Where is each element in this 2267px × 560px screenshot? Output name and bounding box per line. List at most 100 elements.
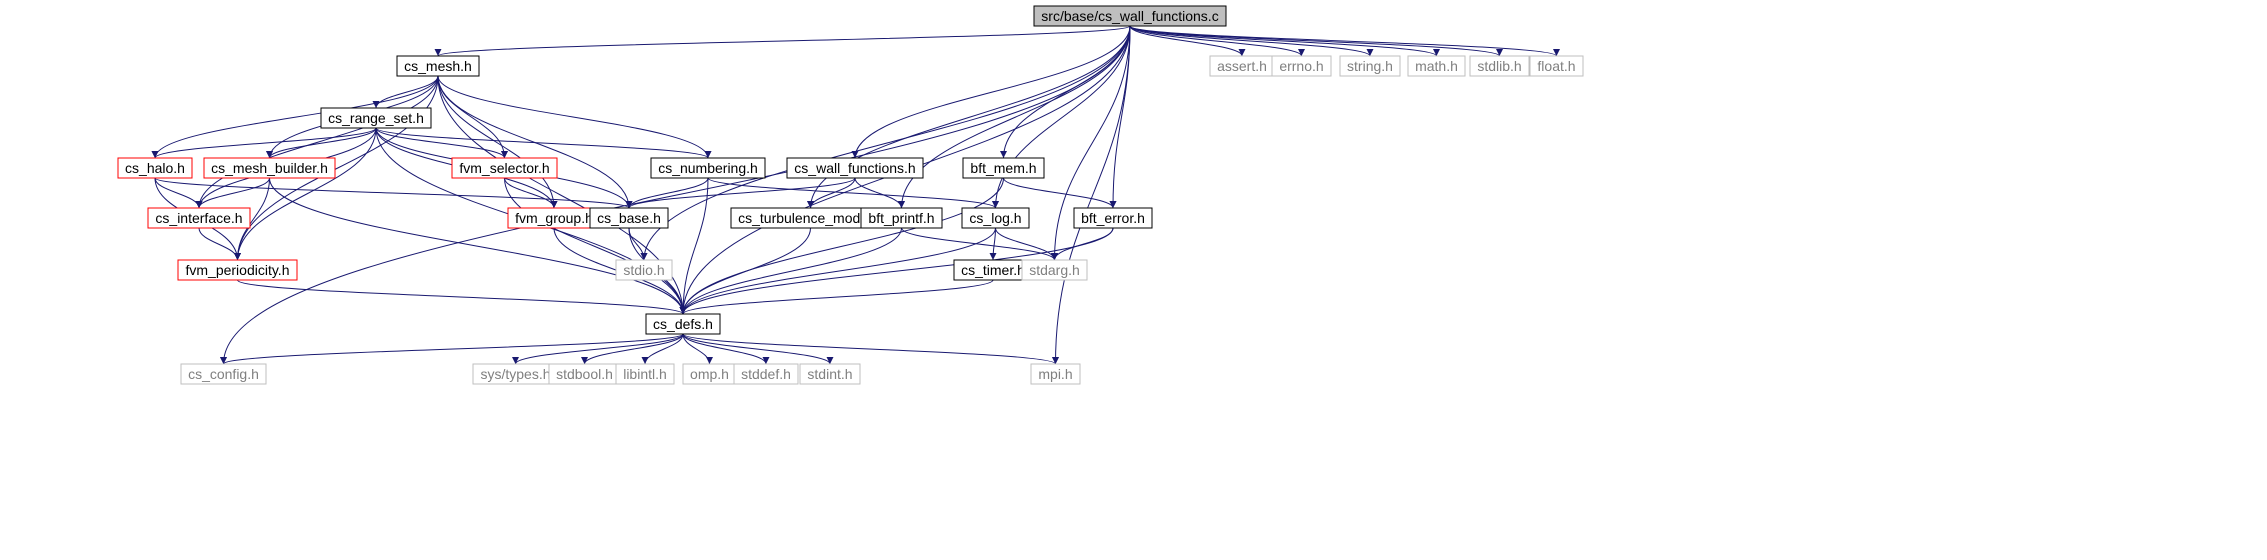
node-box bbox=[1407, 55, 1466, 77]
node-box bbox=[962, 157, 1045, 179]
edge-cs_defs-to-libintl bbox=[641, 333, 684, 365]
edge-cs_halo-to-cs_base bbox=[154, 177, 633, 209]
node-bft-mem[interactable]: bft_mem.h bbox=[962, 157, 1045, 179]
edge-cs_wall_functions-to-cs_turbulence_model bbox=[807, 177, 856, 209]
node-stdbool: stdbool.h bbox=[548, 363, 621, 385]
node-box bbox=[203, 157, 336, 179]
edge-cs_range_set-to-cs_mesh_builder bbox=[266, 127, 377, 159]
edge-cs_log-to-cs_defs bbox=[679, 227, 996, 315]
edge-root-to-cs_turbulence_model bbox=[807, 25, 1131, 209]
node-cs-config: cs_config.h bbox=[180, 363, 267, 385]
edge-cs_wall_functions-to-cs_base bbox=[625, 177, 856, 209]
node-label: cs_numbering.h bbox=[658, 160, 758, 176]
node-cs-numbering[interactable]: cs_numbering.h bbox=[650, 157, 766, 179]
node-box bbox=[1339, 55, 1401, 77]
node-label: stdio.h bbox=[623, 262, 664, 278]
node-fvm-group[interactable]: fvm_group.h bbox=[507, 207, 601, 229]
edge-cs_mesh-to-cs_halo bbox=[151, 75, 439, 159]
edge-root-to-bft_mem bbox=[1000, 25, 1131, 159]
edge-cs_range_set-to-cs_numbering bbox=[375, 127, 712, 159]
node-cs-wall-functions[interactable]: cs_wall_functions.h bbox=[786, 157, 924, 179]
edge-fvm_periodicity-to-cs_defs bbox=[237, 279, 687, 315]
edge-cs_mesh_builder-to-fvm_periodicity bbox=[234, 177, 270, 261]
node-label: stddef.h bbox=[741, 366, 791, 382]
node-string: string.h bbox=[1339, 55, 1401, 77]
node-libintl: libintl.h bbox=[615, 363, 675, 385]
edge-root-to-cs_mesh bbox=[434, 25, 1131, 57]
edge-root-to-cs_log bbox=[992, 25, 1131, 209]
node-label: omp.h bbox=[690, 366, 729, 382]
node-cs-range-set[interactable]: cs_range_set.h bbox=[320, 107, 432, 129]
edge-cs_log-to-cs_timer bbox=[989, 227, 997, 261]
node-box bbox=[1469, 55, 1530, 77]
edge-cs_mesh-to-fvm_periodicity bbox=[234, 75, 439, 261]
node-cs-mesh[interactable]: cs_mesh.h bbox=[396, 55, 480, 77]
node-mpi: mpi.h bbox=[1030, 363, 1081, 385]
edge-root-to-bft_error bbox=[1109, 25, 1131, 209]
node-cs-mesh-builder[interactable]: cs_mesh_builder.h bbox=[203, 157, 336, 179]
node-cs-base[interactable]: cs_base.h bbox=[589, 207, 669, 229]
node-box bbox=[645, 313, 721, 335]
edge-cs_mesh-to-cs_base bbox=[437, 75, 633, 209]
node-stddef: stddef.h bbox=[733, 363, 799, 385]
edge-cs_range_set-to-cs_halo bbox=[151, 127, 377, 159]
node-root[interactable]: src/base/cs_wall_functions.c bbox=[1033, 5, 1227, 27]
node-sys-types: sys/types.h bbox=[472, 363, 559, 385]
node-bft-error[interactable]: bft_error.h bbox=[1073, 207, 1153, 229]
header-nodes: src/base/cs_wall_functions.c cs_mesh.h ass… bbox=[117, 5, 1584, 385]
edge-fvm_selector-to-fvm_group bbox=[504, 177, 558, 209]
node-label: cs_defs.h bbox=[653, 316, 713, 332]
node-label: cs_halo.h bbox=[125, 160, 185, 176]
node-label: math.h bbox=[1415, 58, 1458, 74]
node-label: cs_mesh_builder.h bbox=[211, 160, 328, 176]
node-box bbox=[650, 157, 766, 179]
edge-root-to-mpi bbox=[1052, 25, 1131, 365]
edge-root-to-float bbox=[1129, 25, 1560, 57]
node-cs-log[interactable]: cs_log.h bbox=[961, 207, 1030, 229]
node-label: src/base/cs_wall_functions.c bbox=[1041, 8, 1218, 24]
node-label: cs_interface.h bbox=[155, 210, 242, 226]
node-cs-timer[interactable]: cs_timer.h bbox=[953, 259, 1033, 281]
node-label: cs_mesh.h bbox=[404, 58, 472, 74]
node-label: float.h bbox=[1537, 58, 1575, 74]
node-box bbox=[177, 259, 298, 281]
node-box bbox=[733, 363, 799, 385]
edge-cs_numbering-to-cs_defs bbox=[679, 177, 709, 315]
node-float: float.h bbox=[1529, 55, 1584, 77]
node-box bbox=[147, 207, 251, 229]
node-label: assert.h bbox=[1217, 58, 1267, 74]
node-label: cs_log.h bbox=[969, 210, 1021, 226]
edge-cs_timer-to-cs_defs bbox=[679, 279, 994, 315]
node-box bbox=[1030, 363, 1081, 385]
node-fvm-selector[interactable]: fvm_selector.h bbox=[451, 157, 558, 179]
node-box bbox=[1033, 5, 1227, 27]
node-box bbox=[1529, 55, 1584, 77]
edge-bft_printf-to-cs_defs bbox=[679, 227, 902, 315]
node-label: cs_range_set.h bbox=[328, 110, 424, 126]
edge-cs_numbering-to-cs_log bbox=[707, 177, 999, 209]
edge-cs_mesh_builder-to-cs_defs bbox=[269, 177, 687, 315]
node-label: mpi.h bbox=[1038, 366, 1072, 382]
node-box bbox=[961, 207, 1030, 229]
node-cs-defs[interactable]: cs_defs.h bbox=[645, 313, 721, 335]
node-stdlib: stdlib.h bbox=[1469, 55, 1530, 77]
edge-root-to-string bbox=[1129, 25, 1374, 57]
node-box bbox=[860, 207, 943, 229]
node-stdio: stdio.h bbox=[615, 259, 673, 281]
node-fvm-periodicity[interactable]: fvm_periodicity.h bbox=[177, 259, 298, 281]
node-box bbox=[1021, 259, 1088, 281]
edge-cs_mesh-to-fvm_group bbox=[437, 75, 558, 209]
node-label: stdlib.h bbox=[1477, 58, 1521, 74]
node-label: cs_base.h bbox=[597, 210, 661, 226]
edge-root-to-errno bbox=[1129, 25, 1305, 57]
edge-cs_interface-to-fvm_periodicity bbox=[198, 227, 241, 261]
node-math: math.h bbox=[1407, 55, 1466, 77]
node-cs-interface[interactable]: cs_interface.h bbox=[147, 207, 251, 229]
node-label: fvm_group.h bbox=[515, 210, 593, 226]
node-cs-halo[interactable]: cs_halo.h bbox=[117, 157, 193, 179]
node-label: cs_config.h bbox=[188, 366, 259, 382]
node-label: string.h bbox=[1347, 58, 1393, 74]
node-bft-printf[interactable]: bft_printf.h bbox=[860, 207, 943, 229]
edge-cs_mesh-to-fvm_selector bbox=[437, 75, 508, 159]
